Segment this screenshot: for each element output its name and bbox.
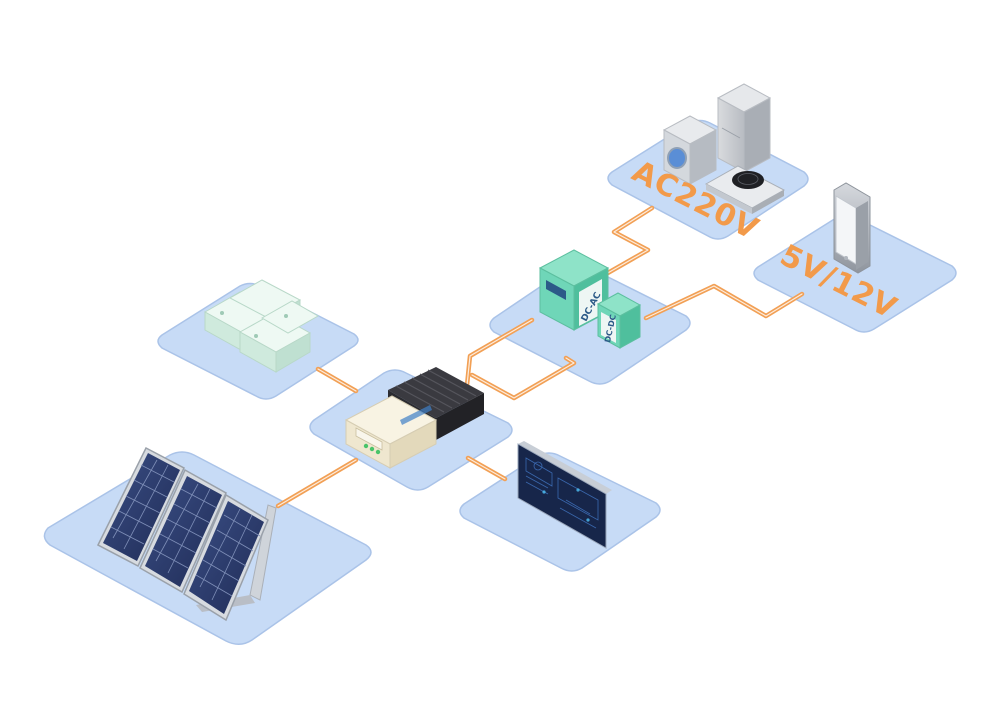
smartphone-icon bbox=[833, 182, 871, 274]
converter-module-icon: DC-AC DC-DC bbox=[538, 249, 642, 349]
wire-converter-appliances bbox=[603, 205, 655, 277]
solar-panel-3 bbox=[183, 493, 269, 622]
induction-cooker-icon bbox=[704, 165, 786, 214]
solar-panel-1 bbox=[97, 446, 185, 568]
battery-front-right bbox=[260, 300, 320, 334]
solar-panel-icon bbox=[97, 446, 277, 622]
charge-controller-icon bbox=[344, 367, 484, 469]
monitoring-screen-icon bbox=[517, 441, 612, 549]
battery-front-left bbox=[238, 312, 312, 373]
controller-indicator-leds bbox=[363, 443, 381, 455]
wiring bbox=[275, 205, 805, 509]
refrigerator-icon bbox=[716, 83, 772, 173]
washing-machine-icon bbox=[662, 115, 718, 185]
solar-panel-2 bbox=[139, 468, 227, 594]
module-dc-dc: DC-DC bbox=[596, 292, 642, 349]
battery-bank-icon bbox=[203, 279, 320, 373]
home-appliances-icon bbox=[662, 83, 786, 214]
